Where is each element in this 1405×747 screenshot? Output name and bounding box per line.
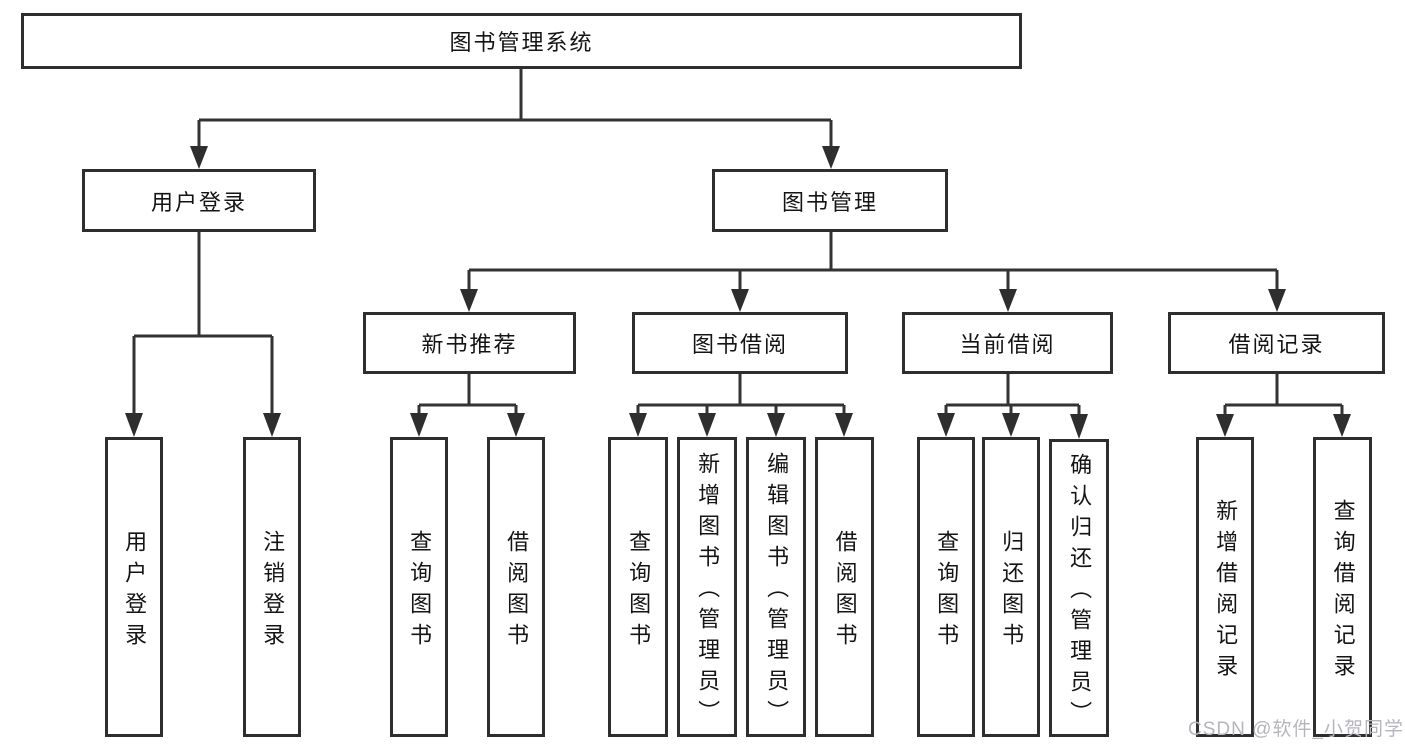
node-current-borrow: 当前借阅 bbox=[902, 312, 1113, 374]
leaf-login: 用户登录 bbox=[105, 437, 163, 737]
node-user-login-label: 用户登录 bbox=[150, 189, 247, 215]
leaf-bb-query: 查询图书 bbox=[608, 437, 668, 737]
node-user-login: 用户登录 bbox=[82, 169, 316, 232]
leaf-rec-borrow-label: 借阅图书 bbox=[504, 529, 530, 654]
leaf-rec-query-label: 查询图书 bbox=[407, 529, 433, 654]
leaf-logout-label: 注销登录 bbox=[260, 529, 286, 654]
leaf-cb-query-label: 查询图书 bbox=[934, 529, 960, 654]
node-borrow-records-label: 借阅记录 bbox=[1228, 332, 1325, 357]
arrowheads bbox=[125, 146, 1351, 439]
node-new-book-rec: 新书推荐 bbox=[363, 312, 576, 374]
leaf-bb-edit-label: 编辑图书（管理员） bbox=[764, 452, 790, 731]
leaf-bb-query-label: 查询图书 bbox=[626, 529, 652, 654]
node-root: 图书管理系统 bbox=[21, 13, 1022, 69]
node-book-borrow-label: 图书借阅 bbox=[691, 332, 788, 357]
node-book-mgmt: 图书管理 bbox=[712, 169, 948, 232]
leaf-cb-query: 查询图书 bbox=[917, 437, 975, 737]
leaf-br-query-label: 查询借阅记录 bbox=[1330, 498, 1356, 685]
leaf-br-query: 查询借阅记录 bbox=[1313, 437, 1372, 737]
leaf-rec-query: 查询图书 bbox=[390, 437, 448, 737]
leaf-bb-add: 新增图书（管理员） bbox=[677, 437, 737, 737]
leaf-cb-return: 归还图书 bbox=[982, 437, 1040, 737]
leaf-logout: 注销登录 bbox=[243, 437, 301, 737]
leaf-br-add-label: 新增借阅记录 bbox=[1213, 498, 1239, 685]
leaf-rec-borrow: 借阅图书 bbox=[487, 437, 545, 737]
node-borrow-records: 借阅记录 bbox=[1168, 312, 1385, 374]
node-current-borrow-label: 当前借阅 bbox=[959, 332, 1056, 357]
leaf-bb-edit: 编辑图书（管理员） bbox=[746, 437, 806, 737]
node-book-mgmt-label: 图书管理 bbox=[781, 189, 878, 215]
leaf-bb-borrow-label: 借阅图书 bbox=[832, 529, 858, 654]
csdn-watermark: CSDN @软件_小贺同学 bbox=[1188, 719, 1404, 740]
leaf-br-add: 新增借阅记录 bbox=[1196, 437, 1254, 737]
leaf-login-label: 用户登录 bbox=[122, 529, 148, 654]
node-book-borrow: 图书借阅 bbox=[632, 312, 848, 374]
node-root-label: 图书管理系统 bbox=[449, 30, 594, 55]
leaf-cb-confirm-label: 确认归还（管理员） bbox=[1067, 453, 1093, 732]
leaf-bb-borrow: 借阅图书 bbox=[815, 437, 874, 737]
leaf-bb-add-label: 新增图书（管理员） bbox=[695, 452, 721, 731]
leaf-cb-confirm: 确认归还（管理员） bbox=[1049, 439, 1109, 737]
node-new-book-rec-label: 新书推荐 bbox=[421, 332, 518, 357]
leaf-cb-return-label: 归还图书 bbox=[999, 529, 1025, 654]
